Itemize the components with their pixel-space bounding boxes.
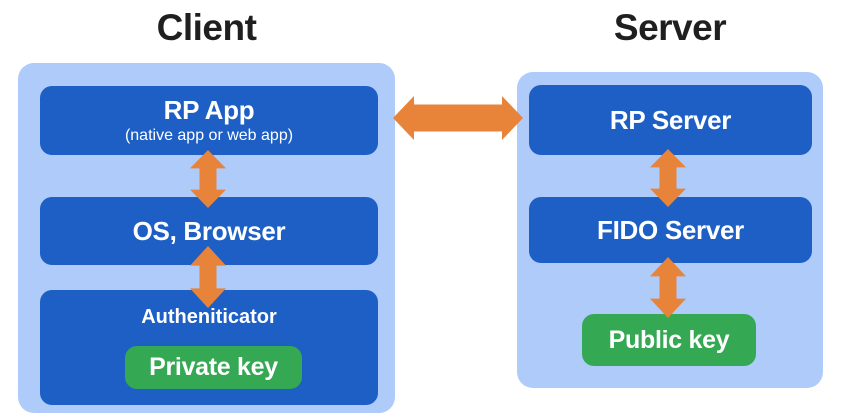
- os-browser-label: OS, Browser: [132, 215, 286, 246]
- client-panel: RP App (native app or web app) OS, Brows…: [18, 63, 395, 413]
- rpapp-osbrowser-double-arrow-icon: [189, 150, 227, 208]
- public-key-box: Public key: [582, 314, 756, 366]
- fido-server-label: FIDO Server: [597, 214, 744, 245]
- rp-server-label: RP Server: [609, 104, 732, 135]
- fido-server-box: FIDO Server: [529, 197, 812, 263]
- private-key-label: Private key: [149, 353, 278, 381]
- rp-app-sublabel: (native app or web app): [124, 126, 294, 144]
- server-panel: RP Server FIDO Server Public key: [517, 72, 823, 388]
- rp-app-box: RP App (native app or web app): [40, 86, 378, 155]
- client-server-double-arrow-icon: [393, 93, 523, 143]
- authenticator-box: Autheniticator Private key: [40, 290, 378, 405]
- server-title: Server: [613, 7, 727, 48]
- rpserver-fidoserver-double-arrow-icon: [649, 149, 687, 207]
- fidoserver-publickey-double-arrow-icon: [649, 257, 687, 318]
- authenticator-label: Autheniticator: [141, 306, 277, 328]
- client-title: Client: [156, 7, 257, 48]
- rp-app-label: RP App: [163, 95, 255, 126]
- private-key-box: Private key: [125, 346, 302, 389]
- osbrowser-authenticator-double-arrow-icon: [189, 246, 227, 308]
- rp-server-box: RP Server: [529, 85, 812, 155]
- public-key-label: Public key: [608, 325, 730, 354]
